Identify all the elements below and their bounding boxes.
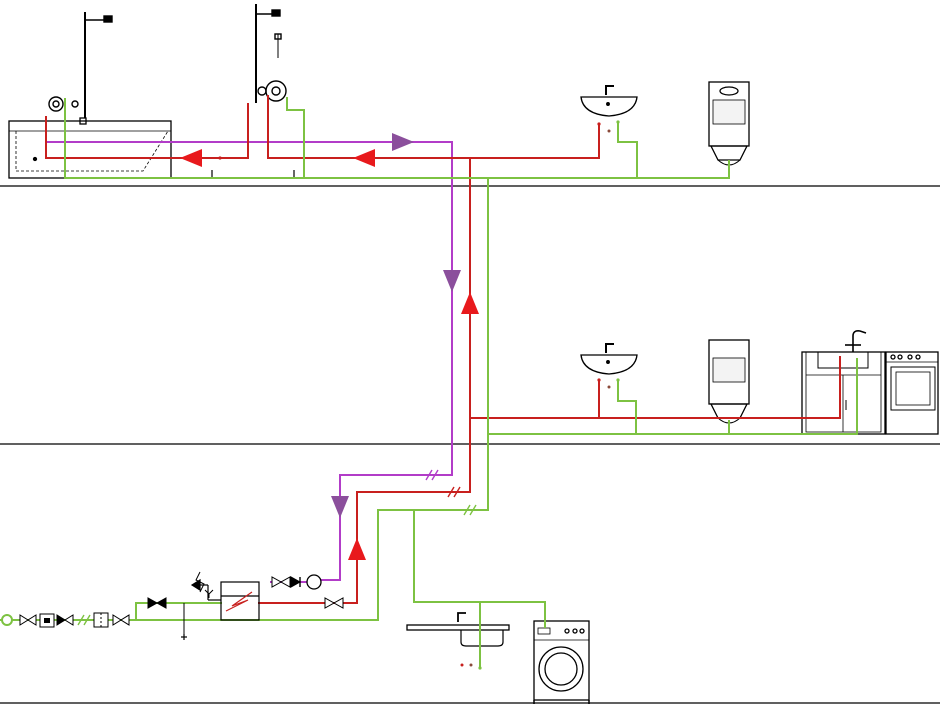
hot-branch-kitchen	[599, 356, 841, 419]
service-entry	[1, 612, 130, 628]
hot-valve	[324, 597, 344, 609]
utility-sink	[406, 612, 510, 667]
hot-branch-bathtub	[45, 103, 249, 159]
arrow-hot-bottom	[348, 538, 366, 560]
arrow-circulation-top	[392, 133, 414, 151]
bathtub	[8, 117, 172, 179]
hot-riser	[258, 158, 471, 604]
washbasin-middle	[580, 343, 638, 389]
cold-branch-utility-sink	[413, 510, 481, 668]
wc	[708, 81, 750, 166]
circulation-valves	[271, 574, 322, 590]
arrow-hot-top	[353, 149, 375, 167]
kitchen-faucet	[845, 330, 867, 352]
water-heater	[181, 571, 260, 640]
cold-branch-washing-machine	[480, 601, 546, 628]
bathtub-shower-column	[48, 12, 113, 118]
circulation-pipes	[46, 141, 453, 583]
cold-main-riser	[64, 98, 489, 621]
cold-branch-kitchen	[636, 358, 858, 435]
cold-water-pipes	[0, 97, 858, 668]
cold-inlet-valve	[147, 597, 167, 609]
flow-arrows	[180, 133, 479, 560]
cold-branch-washbasin-middle	[488, 380, 637, 435]
connection-points	[218, 120, 620, 670]
hot-branch-washbasin-middle	[470, 380, 600, 419]
kitchen-cabinet	[801, 351, 886, 435]
wc-middle	[708, 339, 750, 424]
hot-branch-top	[267, 95, 600, 159]
cold-branch-shower	[286, 97, 305, 178]
arrow-hot-bathtub	[180, 149, 202, 167]
shower	[211, 4, 295, 179]
circulation-riser	[46, 141, 453, 581]
washing-machine	[533, 620, 590, 704]
pipe-break-marks	[77, 469, 477, 626]
arrow-circulation-bottom	[331, 496, 349, 518]
arrow-hot-riser	[461, 292, 479, 314]
cold-branch-washbasin	[488, 122, 638, 179]
arrow-circulation-riser	[443, 270, 461, 292]
cold-branch-wc	[637, 160, 730, 179]
dishwasher	[885, 351, 939, 435]
washbasin	[580, 85, 638, 133]
filter	[93, 612, 109, 628]
hot-water-pipes	[45, 95, 841, 604]
